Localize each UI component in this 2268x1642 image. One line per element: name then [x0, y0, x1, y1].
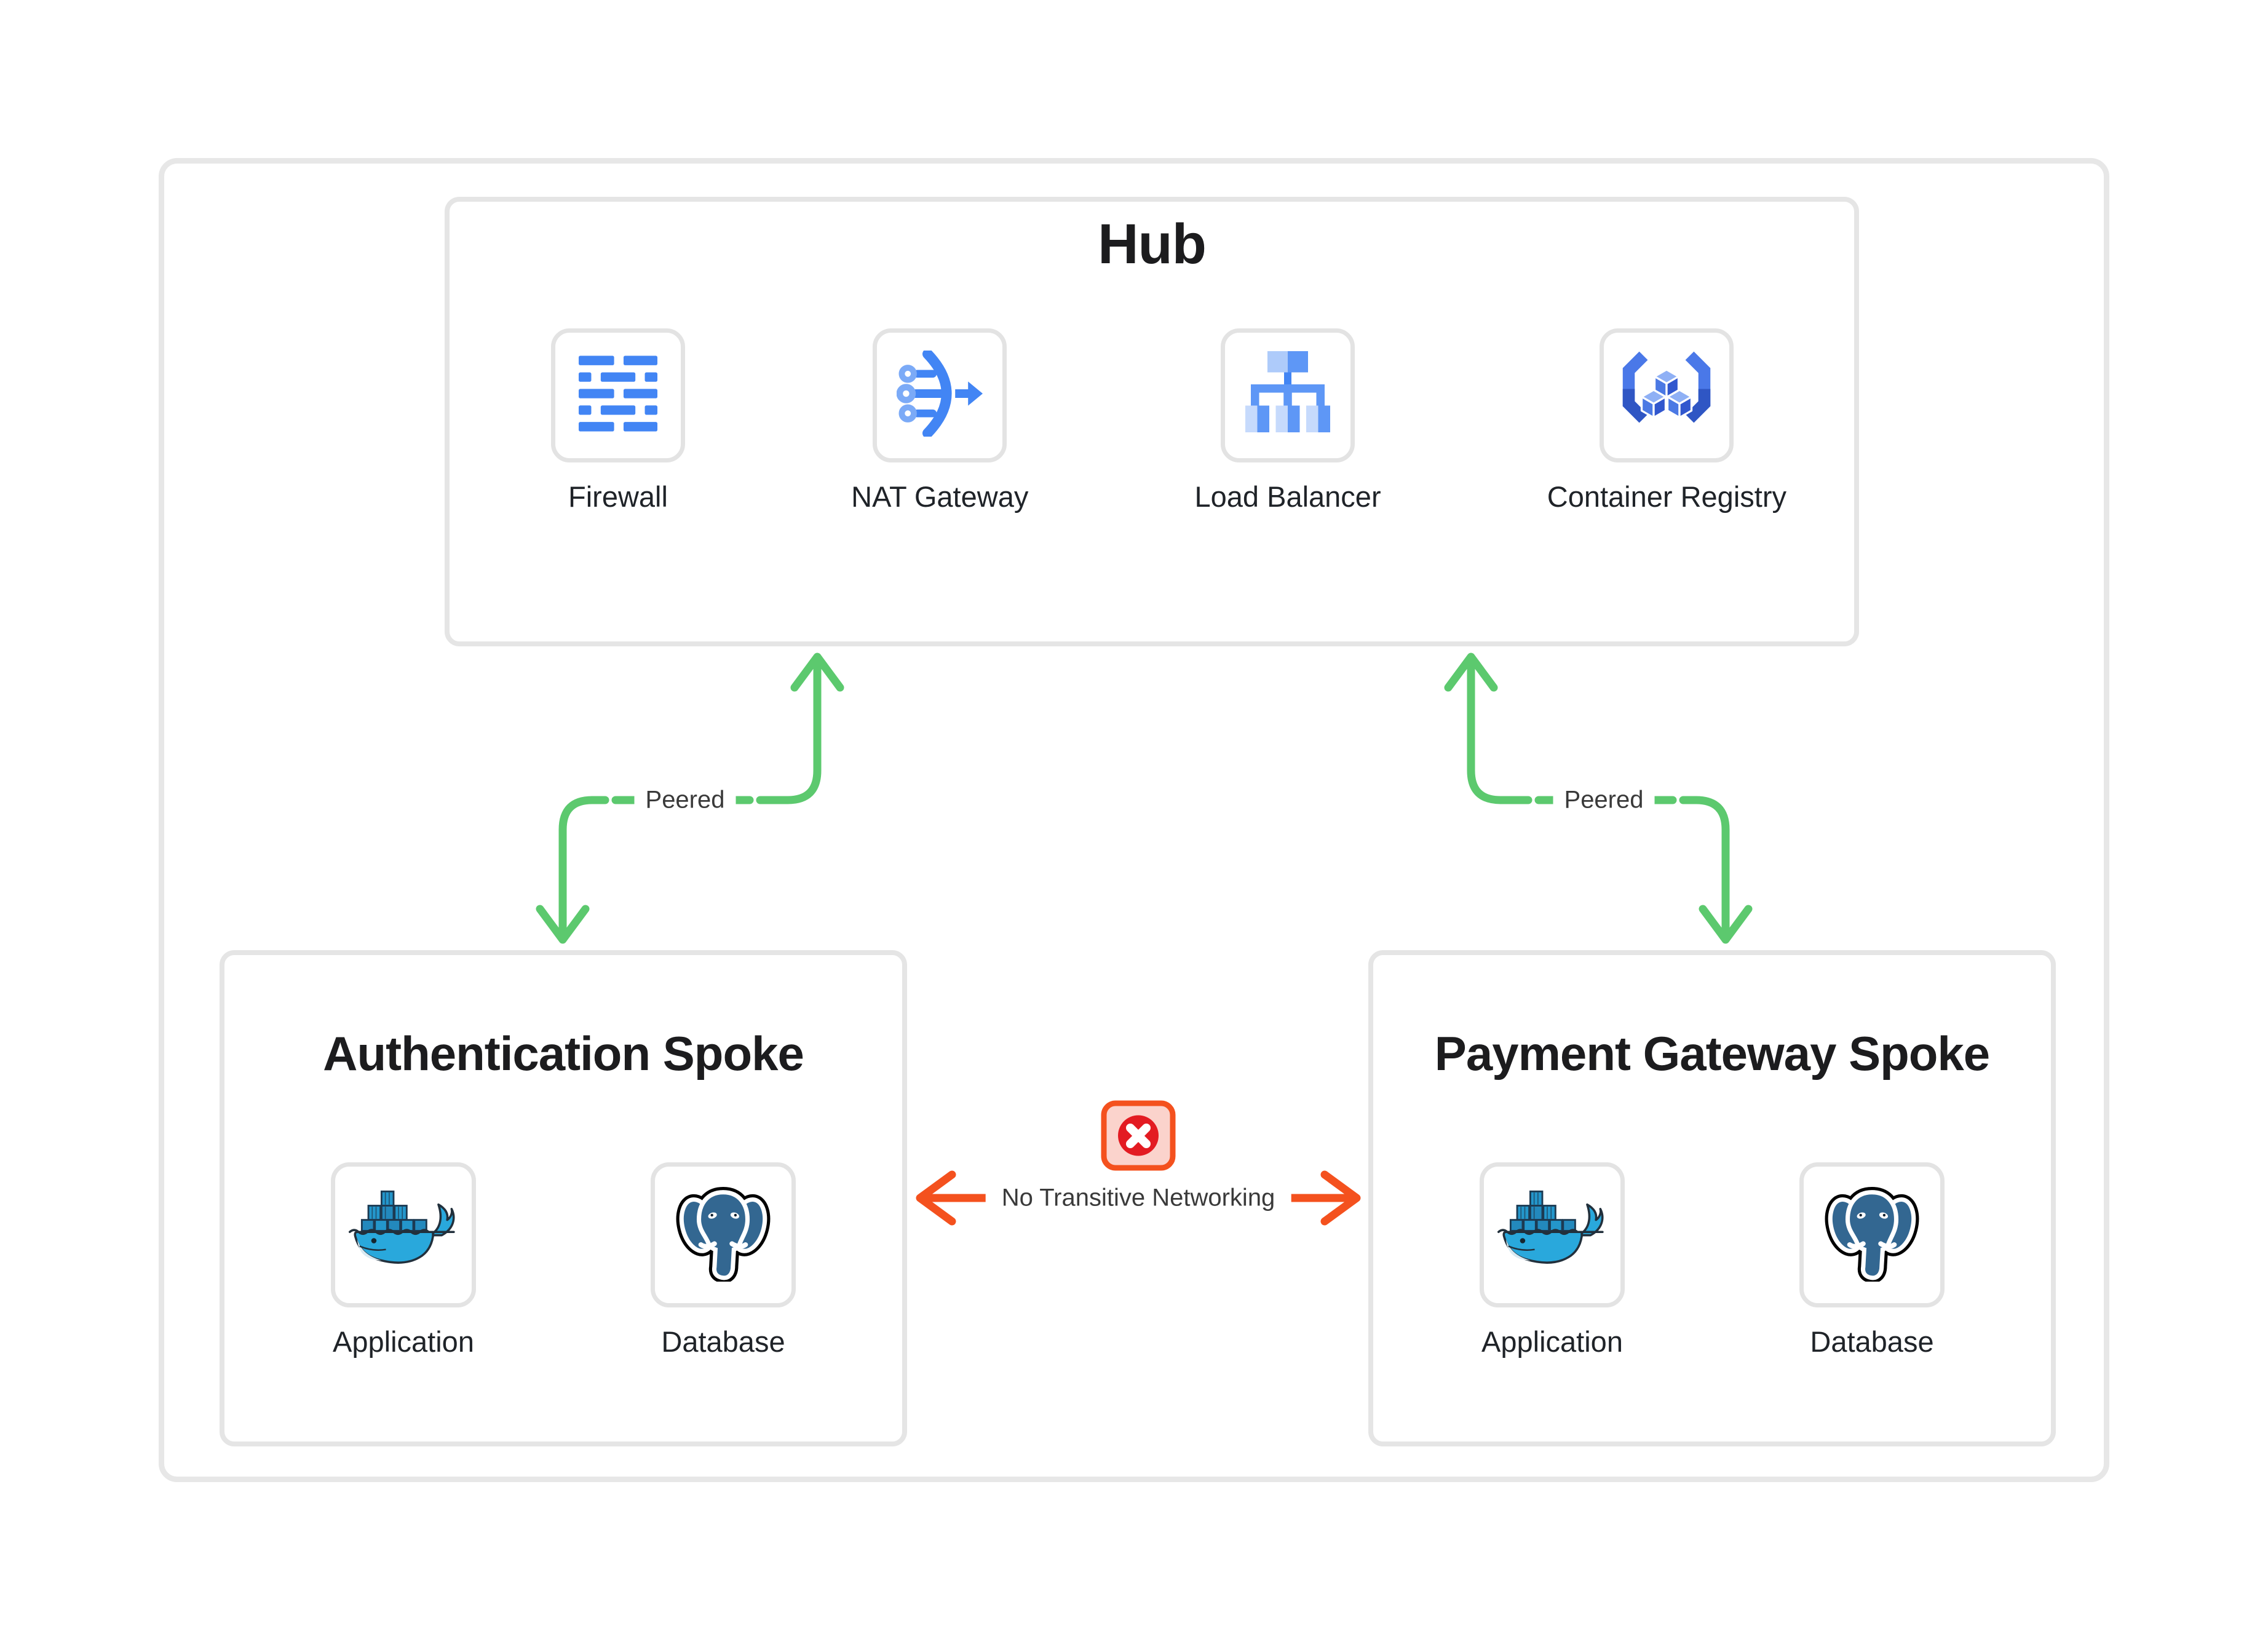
hub-title: Hub: [1098, 213, 1207, 276]
nat-gateway-card: [873, 328, 1007, 462]
hub-node-load-balancer: Load Balancer: [1194, 328, 1381, 514]
spoke-node-label: Database: [1810, 1325, 1934, 1358]
load-balancer-card: [1221, 328, 1355, 462]
hub-icon-row: Firewall NAT: [450, 328, 1854, 514]
spoke-node-label: Application: [1481, 1325, 1623, 1358]
postgresql-icon: [1823, 1184, 1921, 1285]
hub-node-label: Firewall: [568, 480, 668, 513]
database-card: [1799, 1162, 1945, 1307]
pay-node-database: Database: [1799, 1162, 1945, 1358]
container-registry-card: [1600, 328, 1734, 462]
firewall-icon: [579, 354, 657, 436]
docker-icon: [349, 1190, 458, 1279]
peered-label-right: Peered: [1553, 786, 1655, 814]
hub-node-nat-gateway: NAT Gateway: [851, 328, 1028, 514]
nat-gateway-icon: [896, 349, 983, 440]
application-card: [331, 1162, 476, 1307]
spoke-node-label: Database: [661, 1325, 785, 1358]
authentication-spoke-zone: Authentication Spoke: [220, 950, 907, 1446]
postgresql-icon: [675, 1184, 772, 1285]
auth-node-application: Application: [331, 1162, 476, 1358]
hub-zone: Hub Firewall: [445, 197, 1859, 646]
hub-node-label: Load Balancer: [1194, 480, 1381, 513]
hub-node-label: NAT Gateway: [851, 480, 1029, 513]
firewall-card: [551, 328, 685, 462]
pay-node-application: Application: [1480, 1162, 1625, 1358]
payment-gateway-spoke-row: Application: [1373, 1162, 2051, 1358]
peered-label-left: Peered: [634, 786, 736, 814]
auth-node-database: Database: [651, 1162, 796, 1358]
restriction-label: No Transitive Networking: [985, 1184, 1291, 1212]
hub-node-label: Container Registry: [1547, 480, 1786, 513]
payment-gateway-spoke-title: Payment Gateway Spoke: [1434, 1026, 1990, 1081]
authentication-spoke-title: Authentication Spoke: [323, 1026, 804, 1081]
docker-icon: [1497, 1190, 1607, 1279]
authentication-spoke-row: Application: [224, 1162, 902, 1358]
load-balancer-icon: [1242, 347, 1334, 443]
hub-node-container-registry: Container Registry: [1547, 328, 1786, 514]
container-registry-icon: [1620, 347, 1713, 443]
database-card: [651, 1162, 796, 1307]
payment-gateway-spoke-zone: Payment Gateway Spoke: [1368, 950, 2056, 1446]
hub-node-firewall: Firewall: [551, 328, 685, 514]
spoke-node-label: Application: [333, 1325, 474, 1358]
application-card: [1480, 1162, 1625, 1307]
